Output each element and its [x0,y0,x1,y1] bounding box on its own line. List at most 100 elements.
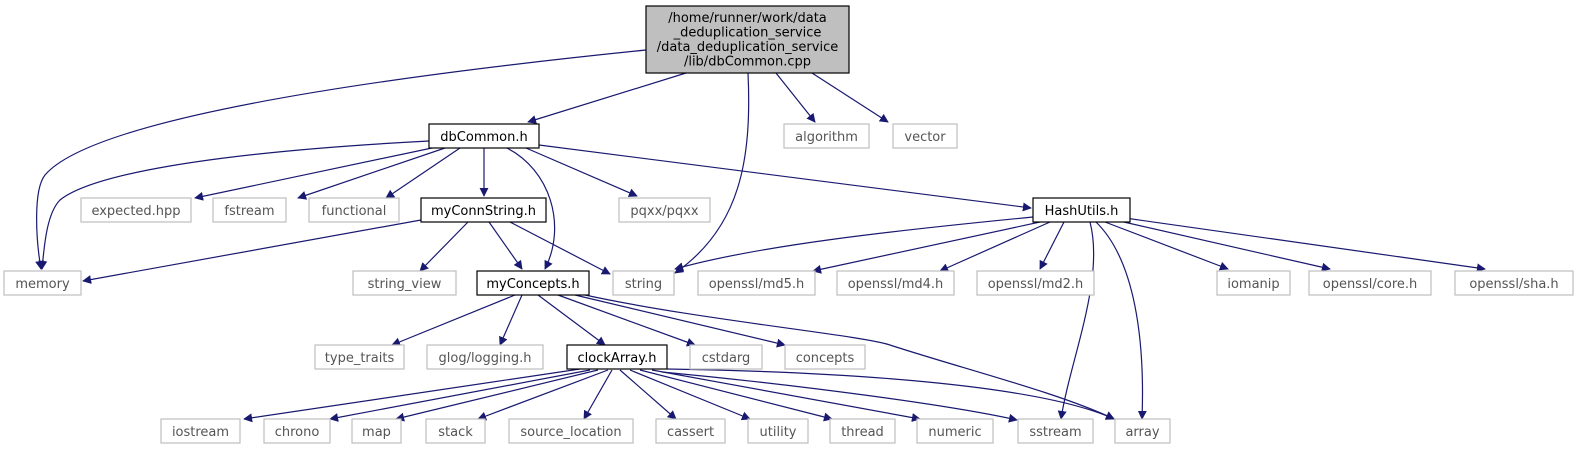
node-box [314,344,405,370]
node-box [508,418,634,444]
node-box [566,344,668,370]
node-chrono: chrono [263,418,331,444]
nodes-layer: /home/runner/work/data_deduplication_ser… [3,5,1574,444]
include-edge-2 [527,72,687,124]
include-edge-19 [812,221,1041,274]
node-stack: stack [425,418,486,444]
node-source-location: source_location [508,418,634,444]
node-box [1216,270,1291,296]
node-label: array [1125,425,1159,440]
node-label: sstream [1029,425,1081,440]
root-label-line-1: /home/runner/work/data [668,11,827,26]
include-edge-42 [661,371,1018,423]
include-edge-6 [385,147,461,199]
node-root[interactable]: /home/runner/work/data_deduplication_ser… [645,5,850,74]
node-label: openssl/sha.h [1469,277,1558,292]
node-openssl-md4: openssl/md4.h [836,270,955,296]
include-edge-27 [391,294,516,347]
node-box [351,418,402,444]
node-functional: functional [308,197,400,223]
node-label: iomanip [1227,277,1279,292]
node-label: expected.hpp [91,204,180,219]
node-box [1032,197,1131,223]
include-edge-12 [525,147,638,197]
node-box [420,197,547,223]
node-label: type_traits [325,351,395,366]
include-edge-17 [509,221,611,275]
node-label: clockArray.h [578,351,657,366]
include-edge-18 [674,216,1034,272]
node-box [655,418,726,444]
edges-layer [35,49,1486,423]
include-edge-36 [477,369,609,421]
node-HashUtils-h[interactable]: HashUtils.h [1032,197,1131,223]
include-edge-21 [1039,221,1065,270]
node-myConcepts-h[interactable]: myConcepts.h [476,270,590,296]
node-label: openssl/md2.h [988,277,1084,292]
node-label: map [362,425,391,440]
node-label: source_location [520,425,621,440]
node-box [1308,270,1432,296]
include-edge-43 [666,368,1115,420]
node-box [425,418,486,444]
node-box [426,344,544,370]
node-label: pqxx/pqxx [630,204,698,219]
node-label: dbCommon.h [440,130,527,145]
node-glog-logging: glog/logging.h [426,344,544,370]
node-string: string [612,270,675,296]
node-box [976,270,1095,296]
include-edge-37 [583,369,613,420]
node-label: functional [322,204,387,219]
include-edge-26 [1124,217,1486,273]
node-box [1017,418,1094,444]
node-utility: utility [747,418,809,444]
node-iostream: iostream [160,418,241,444]
node-box [829,418,896,444]
node-myConnString-h[interactable]: myConnString.h [420,197,547,223]
node-numeric: numeric [916,418,994,444]
node-iomanip: iomanip [1216,270,1291,296]
node-box [352,270,457,296]
node-label: memory [15,277,70,292]
include-edge-14 [82,219,422,284]
node-pqxx: pqxx/pqxx [618,197,711,223]
node-box [618,197,711,223]
node-box [1454,270,1574,296]
node-label: glog/logging.h [439,351,532,366]
node-box [612,270,675,296]
root-label-line-2: _deduplication_service [673,26,822,41]
root-label-line-4: /lib/dbCommon.cpp [684,55,811,70]
node-fstream: fstream [212,197,287,223]
include-edge-4 [775,72,816,123]
node-cstdarg: cstdarg [689,344,763,370]
node-label: utility [760,425,797,440]
node-box [160,418,241,444]
include-edge-31 [574,294,786,348]
node-box [836,270,955,296]
include-edge-24 [1104,221,1229,271]
node-memory: memory [3,270,82,296]
node-openssl-sha: openssl/sha.h [1454,270,1574,296]
node-label: openssl/md5.h [709,277,805,292]
node-dbCommon-h[interactable]: dbCommon.h [428,123,540,149]
node-box [645,5,850,74]
include-edge-7 [297,147,446,200]
include-edge-29 [537,294,606,346]
node-label: cassert [667,425,714,440]
include-edge-34 [329,369,591,422]
node-type-traits: type_traits [314,344,405,370]
node-label: stack [438,425,473,440]
node-clockArray-h[interactable]: clockArray.h [566,344,668,370]
include-edge-15 [419,221,469,272]
node-sstream: sstream [1017,418,1094,444]
node-box [212,197,287,223]
node-map: map [351,418,402,444]
node-box [308,197,400,223]
root-label-line-3: /data_deduplication_service [657,40,838,55]
node-box [697,270,816,296]
node-label: chrono [275,425,320,440]
node-box [476,270,590,296]
include-edge-11 [506,147,556,270]
include-edge-39 [629,369,751,421]
